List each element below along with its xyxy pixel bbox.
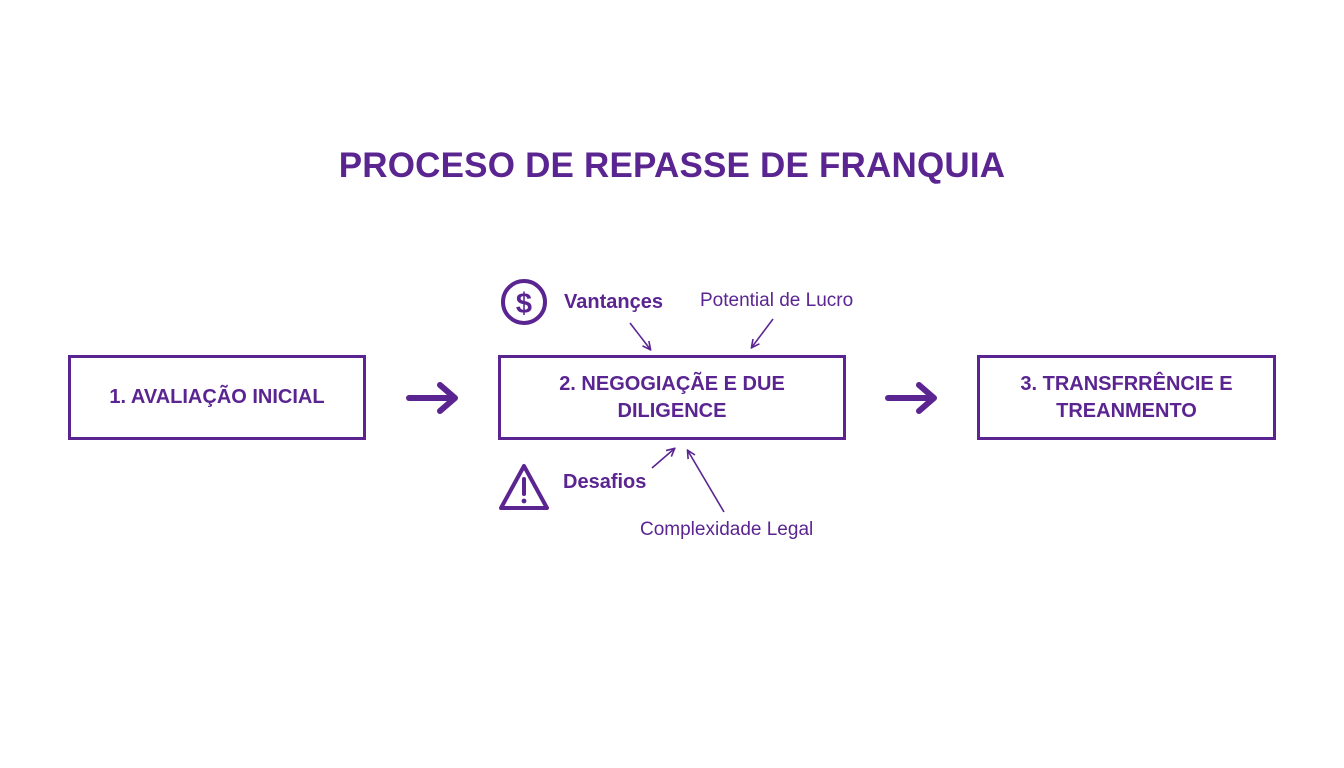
step-3-label-line1: 3. TRANSFRRÊNCIE E (1020, 372, 1233, 395)
step-box-transferencia-treinamento: 3. TRANSFRRÊNCIE E TREANMENTO (977, 355, 1276, 440)
step-2-label-line2: DILIGENCE (617, 399, 727, 422)
step-2-label-line1: 2. NEGOGIAÇÃE E DUE (559, 372, 785, 395)
arrow-potencial-lucro (752, 318, 774, 347)
svg-text:$: $ (516, 288, 532, 320)
arrow-desafios (651, 449, 674, 469)
flow-arrow-2-to-3 (885, 382, 937, 414)
step-3-label-line2: TREANMENTO (1056, 399, 1197, 422)
flow-arrow-1-to-2 (406, 382, 458, 414)
warning-triangle-icon (499, 464, 549, 510)
annotation-arrows (629, 318, 774, 513)
arrow-vantagens (629, 322, 650, 349)
arrow-complexidade-legal (688, 451, 725, 513)
profit-potential-note: Potential de Lucro (700, 290, 854, 311)
diagram-title: PROCESO DE REPASSE DE FRANQUIA (338, 146, 1006, 185)
step-box-negociacao-due-diligence: 2. NEGOGIAÇÃE E DUE DILIGENCE (498, 355, 846, 440)
dollar-circle-icon: $ (501, 279, 547, 325)
step-1-label: 1. AVALIAÇÃO INICIAL (109, 386, 325, 408)
legal-complexity-note: Complexidade Legal (640, 519, 814, 540)
advantages-label: Vantanҫes (564, 291, 663, 313)
challenges-label: Desafios (563, 471, 647, 493)
step-box-avaliacao-inicial: 1. AVALIAÇÃO INICIAL (68, 355, 366, 440)
